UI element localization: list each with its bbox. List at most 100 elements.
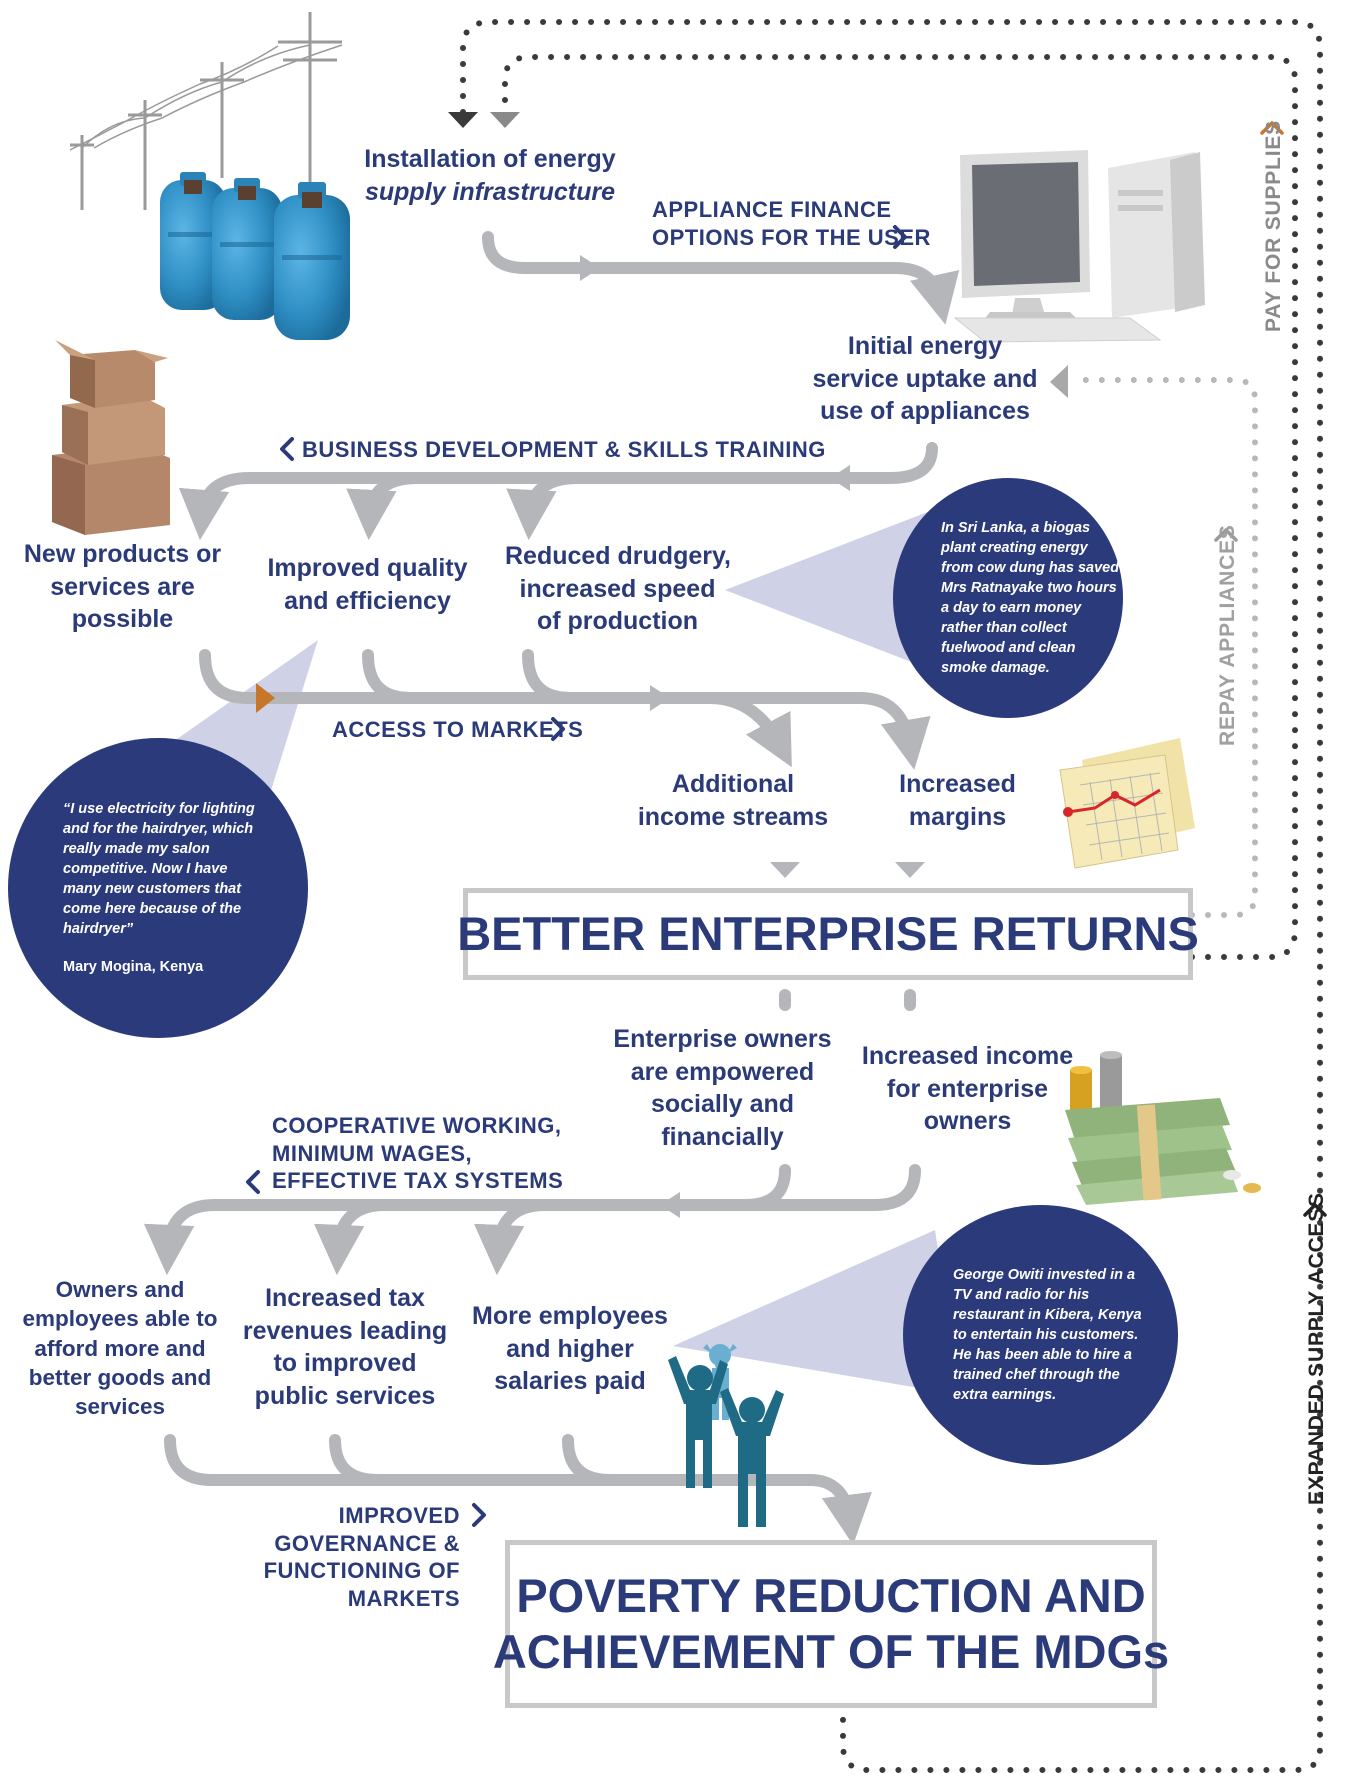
label-business-dev: BUSINESS DEVELOPMENT & SKILLS TRAINING xyxy=(302,436,826,464)
node-line: services are xyxy=(50,572,195,601)
callout-salon: “I use electricity for lighting and for … xyxy=(8,738,308,1038)
side-label-repay-appliances: REPAY APPLIANCES xyxy=(1216,524,1239,746)
box-better-returns: BETTER ENTERPRISE RETURNS xyxy=(457,888,1199,980)
callout-line: restaurant in Kibera, Kenya xyxy=(953,1307,1142,1323)
callout-line: He has been able to hire a xyxy=(953,1347,1132,1363)
node-line: possible xyxy=(71,605,174,633)
node-new-products: New products or services are possible xyxy=(20,538,225,636)
callout-line: In Sri Lanka, a biogas xyxy=(941,520,1091,536)
callout-line: from cow dung has saved xyxy=(941,560,1120,576)
dotted-loop-light xyxy=(1072,377,1258,918)
label-line: IMPROVED xyxy=(338,1503,460,1528)
chevron-right-icon xyxy=(472,225,907,1527)
node-line: revenues leading xyxy=(242,1316,448,1345)
label-line: GOVERNANCE & xyxy=(274,1530,460,1556)
node-line: salaries paid xyxy=(494,1367,646,1395)
callout-line: really made my salon xyxy=(63,841,210,857)
node-line: afford more and xyxy=(34,1335,206,1361)
node-tax-revenues: Increased tax revenues leading to improv… xyxy=(235,1282,455,1412)
callout-line: George Owiti invested in a xyxy=(953,1267,1136,1283)
label-line: APPLIANCE FINANCE xyxy=(652,197,892,222)
node-line: and higher xyxy=(506,1334,634,1363)
boxes-icon xyxy=(52,340,170,535)
node-increased-margins: Increased margins xyxy=(870,768,1045,833)
node-line: margins xyxy=(908,802,1007,831)
node-line: for enterprise xyxy=(886,1074,1049,1103)
node-line: supply infrastructure xyxy=(364,177,616,206)
node-empowered: Enterprise owners are empowered socially… xyxy=(600,1023,845,1153)
callout-line: to entertain his customers. xyxy=(953,1327,1139,1343)
node-line: socially and xyxy=(650,1090,795,1118)
chevron-left-icon xyxy=(246,437,294,1194)
node-line: better goods and xyxy=(28,1364,212,1390)
node-line: Increased income xyxy=(861,1042,1074,1070)
people-cheering-icon xyxy=(668,1344,784,1527)
node-line: services xyxy=(74,1394,166,1419)
box-line: ACHIEVEMENT OF THE MDGs xyxy=(492,1625,1170,1678)
node-reduced-drudgery: Reduced drudgery, increased speed of pro… xyxy=(505,540,731,638)
dotted-loop-dark xyxy=(460,19,1323,1773)
callout-line: smoke damage. xyxy=(941,660,1050,676)
callout-line: Mrs Ratnayake two hours xyxy=(941,580,1117,596)
node-afford-more: Owners and employees able to afford more… xyxy=(15,1275,225,1421)
node-improved-quality: Improved quality and efficiency xyxy=(260,552,475,617)
node-increased-income: Increased income for enterprise owners xyxy=(860,1040,1075,1138)
node-line: owners xyxy=(923,1107,1012,1135)
callout-line: and for the hairdryer, which xyxy=(63,821,254,837)
label-line: FUNCTIONING OF xyxy=(263,1558,460,1583)
node-line: of production xyxy=(536,607,699,635)
label-line: EFFECTIVE TAX SYSTEMS xyxy=(272,1168,564,1193)
power-pole-icon xyxy=(69,12,343,210)
node-line: Enterprise owners xyxy=(613,1025,832,1053)
node-more-employees: More employees and higher salaries paid xyxy=(470,1300,670,1398)
money-stack-icon xyxy=(1065,1051,1261,1205)
label-line: COOPERATIVE WORKING, xyxy=(272,1113,562,1138)
node-line: increased speed xyxy=(519,574,716,603)
box-line: BETTER ENTERPRISE RETURNS xyxy=(457,906,1199,960)
flow-marker-orange xyxy=(256,683,275,713)
node-line: Installation of energy xyxy=(364,145,616,173)
node-line: use of appliances xyxy=(820,397,1030,425)
node-line: Increased xyxy=(899,770,1016,798)
callout-line: hairdryer” xyxy=(63,921,134,937)
label-line: OPTIONS FOR THE USER xyxy=(652,224,931,250)
callout-author: Mary Mogina, Kenya xyxy=(63,959,204,975)
node-additional-income: Additional income streams xyxy=(628,768,838,833)
box-poverty-reduction: POVERTY REDUCTION AND ACHIEVEMENT OF THE… xyxy=(493,1540,1169,1708)
node-line: More employees xyxy=(472,1302,668,1330)
node-initial-uptake: Initial energy service uptake and use of… xyxy=(800,330,1050,428)
callout-line: competitive. Now I have xyxy=(63,861,228,877)
label-line: ACCESS TO MARKETS xyxy=(332,717,584,742)
callout-line: a day to earn money xyxy=(941,600,1082,616)
node-installation: Installation of energy supply infrastruc… xyxy=(355,143,625,208)
label-access-markets: ACCESS TO MARKETS xyxy=(332,716,583,744)
side-label-expanded-supply: EXPANDED SUPPLY ACCESS xyxy=(1305,1192,1328,1505)
label-line: MINIMUM WAGES, xyxy=(272,1140,473,1166)
label-line: MARKETS xyxy=(347,1585,460,1611)
flow-mini-arrows xyxy=(580,255,925,1218)
loop-arrowheads xyxy=(448,112,1068,398)
callout-line: TV and radio for his xyxy=(953,1287,1090,1303)
node-line: to improved xyxy=(273,1349,417,1377)
chart-paper-icon xyxy=(1059,738,1195,869)
callout-line: “I use electricity for lighting xyxy=(63,801,255,817)
node-line: Increased tax xyxy=(265,1284,425,1312)
label-cooperative: COOPERATIVE WORKING, MINIMUM WAGES, EFFE… xyxy=(272,1112,563,1195)
node-line: are empowered xyxy=(630,1057,815,1086)
label-appliance-finance: APPLIANCE FINANCE OPTIONS FOR THE USER xyxy=(652,196,931,251)
callout-line: fuelwood and clean xyxy=(941,640,1076,656)
label-governance: IMPROVED GOVERNANCE & FUNCTIONING OF MAR… xyxy=(260,1502,460,1612)
callout-line: rather than collect xyxy=(941,620,1067,636)
node-line: New products or xyxy=(23,540,222,568)
computer-icon xyxy=(953,150,1205,343)
callout-george: George Owiti invested in a TV and radio … xyxy=(903,1205,1178,1465)
side-label-pay-for-supplies: PAY FOR SUPPLIES xyxy=(1262,120,1285,332)
flow-lines xyxy=(143,231,960,1546)
node-line: employees able to xyxy=(22,1306,218,1332)
callout-line: extra earnings. xyxy=(953,1387,1057,1403)
node-line: public services xyxy=(254,1381,436,1410)
callout-line: many new customers that xyxy=(63,881,242,897)
node-line: Owners and xyxy=(55,1277,185,1302)
node-line: Improved quality xyxy=(267,554,468,582)
node-line: Reduced drudgery, xyxy=(505,542,731,570)
